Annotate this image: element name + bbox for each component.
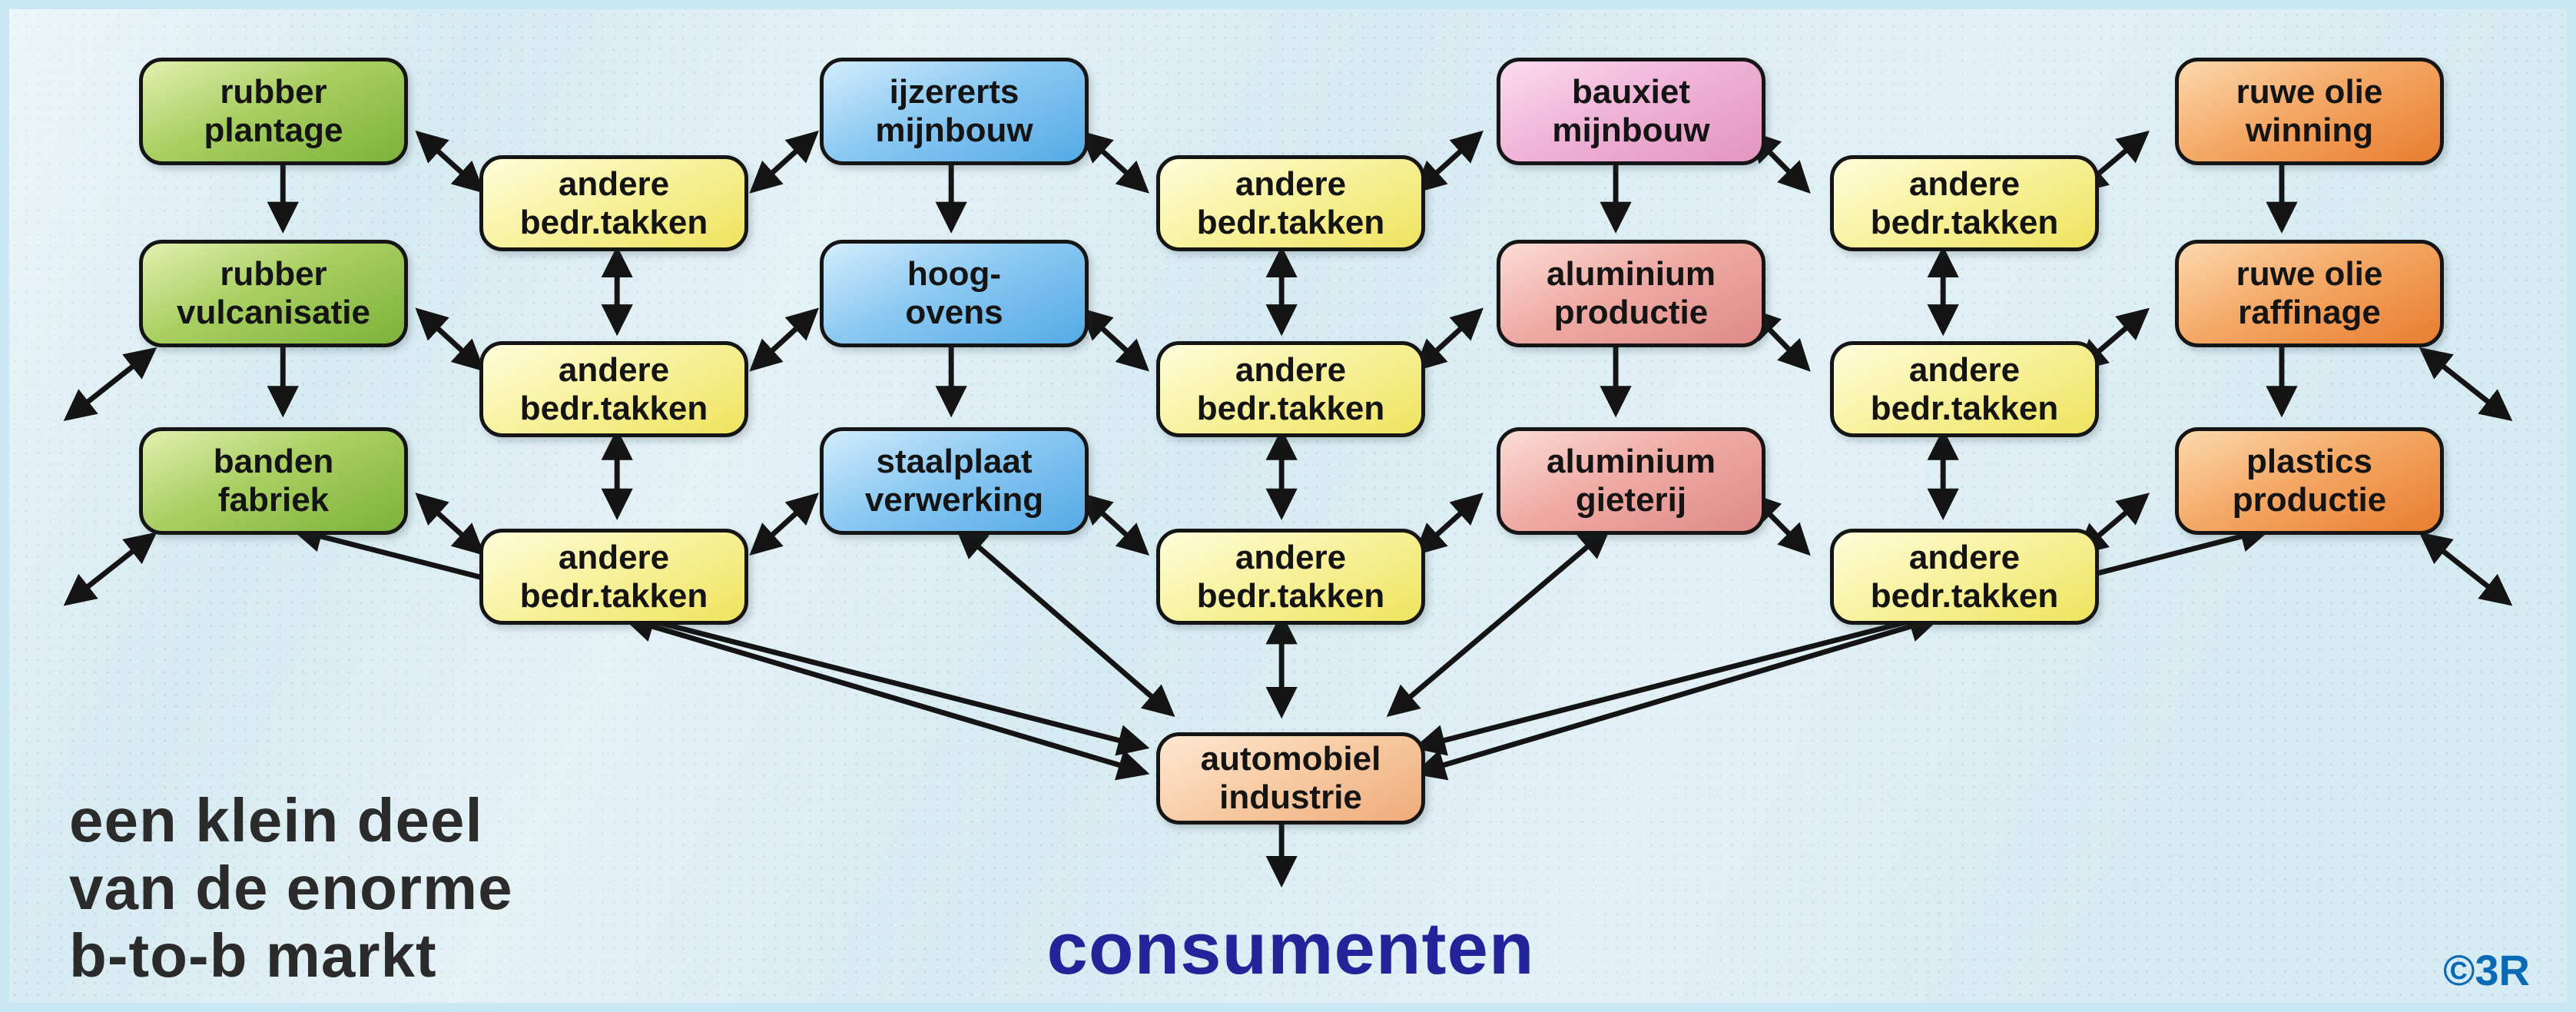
caption-line-2: van de enorme	[69, 854, 513, 922]
logo-3r: ©3R	[2443, 946, 2530, 994]
node-aluminium-productie-label: aluminium productie	[1546, 255, 1716, 331]
arrow-raffinage-offscreen-right	[2419, 347, 2513, 421]
node-rubber-plantage-label: rubber plantage	[204, 73, 343, 149]
arrow-bauxiet-andere-b1	[1414, 130, 1484, 194]
arrow-plastics-automobiel	[1413, 521, 2273, 756]
arrow-ijzererts-andere-a1	[749, 130, 820, 194]
node-ruwe-olie-raffinage-label: ruwe olie raffinage	[2236, 255, 2383, 331]
node-ruwe-olie-winning: ruwe olie winning	[2175, 58, 2444, 165]
arrow-plastics-offscreen-right	[2419, 532, 2513, 606]
arrow-banden-andere-a3	[415, 493, 486, 556]
node-banden-fabriek-label: banden fabriek	[213, 443, 334, 519]
arrows-layer	[63, 130, 2513, 888]
node-bauxiet-mijnbouw-label: bauxiet mijnbouw	[1552, 73, 1710, 149]
node-staalplaat-verwerking-label: staalplaat verwerking	[864, 443, 1044, 519]
node-andere-bedrtakken-b1-label: andere bedr.takken	[1196, 164, 1385, 241]
node-plastics-productie-label: plastics productie	[2232, 443, 2387, 519]
node-banden-fabriek: banden fabriek	[139, 427, 408, 535]
node-ijzererts-mijnbouw-label: ijzererts mijnbouw	[875, 73, 1033, 149]
node-andere-bedrtakken-c3-label: andere bedr.takken	[1870, 538, 2059, 615]
node-staalplaat-verwerking: staalplaat verwerking	[820, 427, 1089, 535]
node-andere-bedrtakken-c2: andere bedr.takken	[1830, 341, 2099, 437]
node-andere-bedrtakken-a2: andere bedr.takken	[479, 341, 748, 437]
node-ijzererts-mijnbouw: ijzererts mijnbouw	[820, 58, 1089, 165]
arrow-staalplaat-andere-b3	[1079, 493, 1150, 556]
node-andere-bedrtakken-b1: andere bedr.takken	[1156, 155, 1425, 251]
node-ruwe-olie-winning-label: ruwe olie winning	[2236, 73, 2383, 149]
arrow-gieterij-andere-b3	[1414, 493, 1484, 556]
arrow-staalplaat-automobiel	[955, 526, 1175, 718]
node-rubber-plantage: rubber plantage	[139, 58, 408, 165]
arrow-vulcanisatie-offscreen-left	[63, 347, 157, 421]
consumenten-label: consumenten	[1046, 907, 1535, 990]
node-hoog-ovens: hoog- ovens	[820, 240, 1089, 347]
arrow-hoogovens-andere-b2	[1079, 307, 1149, 372]
arrow-andere-a3-automobiel	[622, 611, 1150, 781]
node-aluminium-productie: aluminium productie	[1497, 240, 1765, 347]
arrow-andere-c3-automobiel	[1413, 611, 1941, 781]
arrow-staalplaat-andere-a3	[749, 493, 820, 556]
caption-line-3: b-to-b markt	[69, 921, 437, 990]
node-andere-bedrtakken-c2-label: andere bedr.takken	[1870, 350, 2059, 427]
arrow-aluproductie-andere-b2	[1414, 307, 1484, 372]
caption-line-1: een klein deel	[69, 786, 483, 854]
node-automobiel-industrie-label: automobiel industrie	[1200, 740, 1381, 816]
node-andere-bedrtakken-a1-label: andere bedr.takken	[519, 164, 708, 241]
node-plastics-productie: plastics productie	[2175, 427, 2444, 535]
node-andere-bedrtakken-c3: andere bedr.takken	[1830, 529, 2099, 625]
node-andere-bedrtakken-c1: andere bedr.takken	[1830, 155, 2099, 251]
node-hoog-ovens-label: hoog- ovens	[905, 255, 1003, 331]
arrow-plantage-andere-a1	[415, 130, 486, 194]
arrow-banden-offscreen-left	[63, 532, 157, 606]
node-automobiel-industrie: automobiel industrie	[1156, 732, 1425, 825]
node-andere-bedrtakken-a3: andere bedr.takken	[479, 529, 748, 625]
node-aluminium-gieterij-label: aluminium gieterij	[1546, 443, 1716, 519]
caption: een klein deel van de enorme b-to-b mark…	[69, 787, 513, 990]
node-andere-bedrtakken-b3: andere bedr.takken	[1156, 529, 1425, 625]
node-andere-bedrtakken-b3-label: andere bedr.takken	[1196, 538, 1385, 615]
arrow-ijzererts-andere-b1	[1079, 130, 1150, 194]
node-andere-bedrtakken-a1: andere bedr.takken	[479, 155, 748, 251]
arrow-vulcanisatie-andere-a2	[415, 307, 486, 372]
node-rubber-vulcanisatie-label: rubber vulcanisatie	[177, 255, 370, 331]
arrow-hoogovens-andere-a2	[749, 307, 819, 372]
node-andere-bedrtakken-a2-label: andere bedr.takken	[519, 350, 708, 427]
node-rubber-vulcanisatie: rubber vulcanisatie	[139, 240, 408, 347]
node-ruwe-olie-raffinage: ruwe olie raffinage	[2175, 240, 2444, 347]
node-andere-bedrtakken-a3-label: andere bedr.takken	[519, 538, 708, 615]
node-bauxiet-mijnbouw: bauxiet mijnbouw	[1497, 58, 1765, 165]
node-andere-bedrtakken-b2: andere bedr.takken	[1156, 341, 1425, 437]
node-andere-bedrtakken-c1-label: andere bedr.takken	[1870, 164, 2059, 241]
node-andere-bedrtakken-b2-label: andere bedr.takken	[1196, 350, 1385, 427]
node-aluminium-gieterij: aluminium gieterij	[1497, 427, 1765, 535]
